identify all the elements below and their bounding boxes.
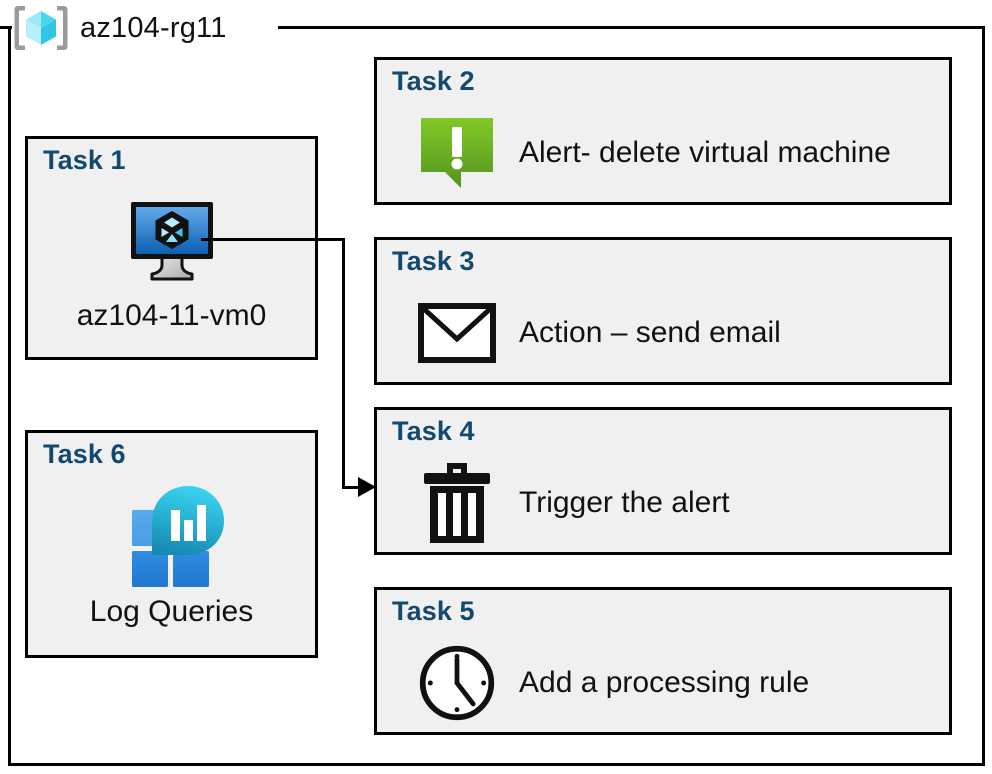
trash-bin-icon — [417, 463, 497, 543]
task-3-card[interactable]: Task 3 Action – send email — [374, 237, 952, 385]
task-5-label: Add a processing rule — [519, 666, 810, 699]
resource-group-frame-top-right — [278, 26, 985, 29]
resource-group-header: az104-rg11 — [12, 2, 235, 54]
task-3-row: Action – send email — [417, 288, 941, 378]
task-5-card[interactable]: Task 5 Add a processing rule — [374, 587, 952, 735]
task-1-card[interactable]: Task 1 — [25, 136, 318, 360]
task-4-label: Trigger the alert — [519, 486, 730, 519]
task-3-title: Task 3 — [392, 246, 475, 276]
task-2-label: Alert- delete virtual machine — [519, 136, 891, 169]
task-6-title: Task 6 — [43, 439, 126, 469]
task-4-title: Task 4 — [392, 416, 475, 446]
task-6-label: Log Queries — [89, 595, 254, 628]
resource-group-name: az104-rg11 — [80, 11, 227, 44]
task-5-title: Task 5 — [392, 596, 475, 626]
task-1-title: Task 1 — [43, 145, 126, 175]
task-5-row: Add a processing rule — [417, 638, 941, 728]
task-1-label: az104-11-vm0 — [76, 299, 267, 332]
connector-segment-horizontal-bottom — [342, 486, 368, 489]
task-4-row: Trigger the alert — [417, 458, 941, 548]
log-analytics-icon — [114, 483, 230, 600]
task-2-row: Alert- delete virtual machine — [417, 108, 941, 198]
resource-group-frame — [8, 28, 985, 766]
task-2-card[interactable]: Task 2 Alert- delete virtual machine — [374, 57, 952, 205]
alert-bubble-icon — [417, 113, 497, 193]
task-6-icon-wrap — [28, 483, 315, 600]
connector-segment-vertical — [342, 238, 345, 489]
virtual-machine-icon — [124, 197, 220, 288]
task-6-card[interactable]: Task 6 — [25, 430, 318, 658]
task-1-icon-wrap — [28, 197, 315, 288]
envelope-icon — [417, 293, 497, 373]
task-2-title: Task 2 — [392, 66, 475, 96]
arrowhead-right-icon — [358, 477, 376, 497]
azure-resource-group-icon — [12, 3, 70, 53]
task-3-label: Action – send email — [519, 316, 781, 349]
connector-segment-horizontal-top — [201, 238, 345, 241]
task-4-card[interactable]: Task 4 Trigger the alert — [374, 407, 952, 555]
clock-icon — [417, 643, 497, 723]
